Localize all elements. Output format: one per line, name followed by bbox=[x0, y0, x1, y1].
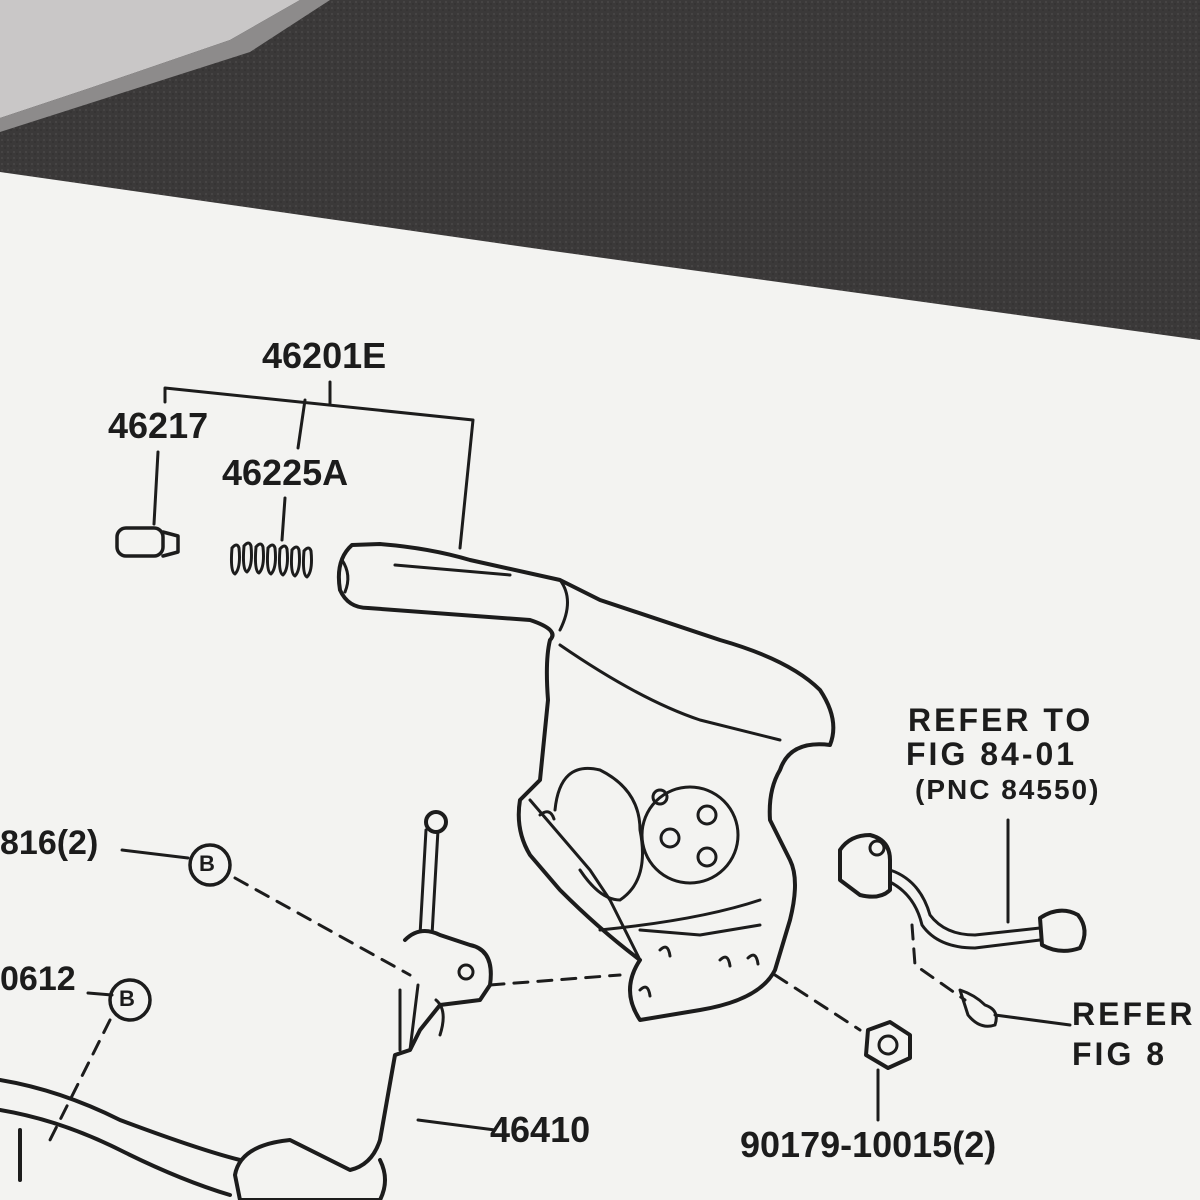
background-object-edge bbox=[0, 0, 330, 132]
leader-bracket-46201e bbox=[163, 380, 475, 550]
label-0612: 0612 bbox=[0, 960, 76, 998]
leader-0612 bbox=[86, 991, 114, 997]
label-46410: 46410 bbox=[490, 1109, 591, 1150]
rod-46410-part bbox=[233, 810, 493, 1200]
leader-46217 bbox=[152, 450, 160, 526]
bottom-left-bar bbox=[0, 1078, 242, 1197]
reference-2-line2: FIG 8 bbox=[1072, 1036, 1168, 1072]
button-46217-part bbox=[115, 526, 180, 558]
reference-1-line1: REFER TO bbox=[908, 702, 1094, 738]
spring-46225a-part bbox=[229, 541, 313, 579]
label-46217: 46217 bbox=[108, 405, 209, 446]
leader-816 bbox=[120, 848, 190, 860]
callout-b-circle-1 bbox=[188, 843, 232, 887]
label-46201e: 46201E bbox=[262, 335, 387, 376]
leader-46410 bbox=[416, 1118, 497, 1132]
reference-1-line3: (PNC 84550) bbox=[915, 774, 1101, 805]
label-46225a: 46225A bbox=[222, 452, 349, 493]
reference-1-line2: FIG 84-01 bbox=[906, 736, 1078, 772]
label-816: 816(2) bbox=[0, 824, 99, 862]
lever-assembly-part bbox=[336, 542, 836, 1022]
switch-connector-part bbox=[838, 818, 1087, 1028]
nut-part bbox=[864, 1020, 912, 1122]
reference-2-line1: REFER bbox=[1072, 996, 1196, 1032]
label-nut: 90179-10015(2) bbox=[740, 1124, 997, 1165]
background-object bbox=[0, 0, 300, 118]
callout-b-letter-2: B bbox=[119, 986, 135, 1011]
dashed-guides bbox=[48, 876, 967, 1142]
leader-46225a bbox=[280, 496, 287, 542]
callout-b-circle-2 bbox=[108, 978, 152, 1022]
callout-b-letter-1: B bbox=[199, 851, 215, 876]
